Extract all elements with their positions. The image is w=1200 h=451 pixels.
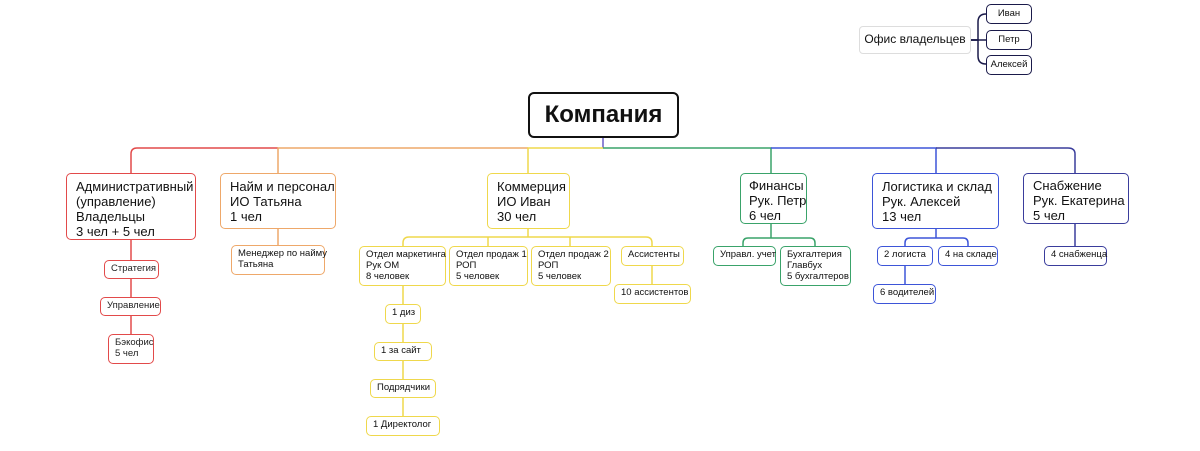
- assistants-count-node[interactable]: 10 ассистентов: [614, 284, 691, 304]
- logistics-logists-node[interactable]: 2 логиста: [877, 246, 933, 266]
- branch-commerce[interactable]: Коммерция ИО Иван 30 чел: [487, 173, 570, 229]
- owner-name: Иван: [997, 7, 1021, 19]
- owner-ivan-node[interactable]: Иван: [986, 4, 1032, 24]
- leaf-line: Отдел продаж 1: [456, 249, 527, 260]
- leaf-line: Ассистенты: [628, 249, 680, 260]
- branch-logistics[interactable]: Логистика и склад Рук. Алексей 13 чел: [872, 173, 999, 229]
- branch-line: Рук. Екатерина: [1033, 192, 1125, 208]
- leaf-line: РОП: [538, 259, 559, 271]
- branch-line: 3 чел + 5 чел: [76, 223, 155, 239]
- branch-line: 6 чел: [749, 207, 781, 223]
- commerce-sales1-node[interactable]: Отдел продаж 1 РОП 5 человек: [449, 246, 528, 286]
- root-label: Компания: [544, 101, 663, 129]
- leaf-line: 1 Директолог: [373, 419, 432, 430]
- commerce-bus: [402, 236, 653, 246]
- leaf-line: 1 диз: [392, 307, 416, 318]
- branch-line: Рук. Алексей: [882, 193, 961, 209]
- leaf-line: РОП: [456, 259, 477, 271]
- owners-office-node[interactable]: Офис владельцев: [859, 26, 971, 54]
- branch-line: Снабжение: [1033, 178, 1102, 193]
- logistics-drivers-node[interactable]: 6 водителей: [873, 284, 936, 304]
- supply-buyers-node[interactable]: 4 снабженца: [1044, 246, 1107, 266]
- branch-line: ИО Татьяна: [230, 193, 302, 209]
- leaf-line: Управл. учет: [720, 249, 776, 260]
- branch-administrative[interactable]: Административный (управление) Владельцы …: [66, 173, 196, 240]
- leaf-line: 5 бухгалтеров: [787, 270, 849, 282]
- commerce-marketing-node[interactable]: Отдел маркетинга Рук ОМ 8 человек: [359, 246, 446, 286]
- branch-line: ИО Иван: [497, 193, 551, 209]
- marketing-contractors-node[interactable]: Подрядчики: [370, 379, 436, 398]
- branch-line: Административный: [76, 179, 194, 194]
- branch-hiring[interactable]: Найм и персонал ИО Татьяна 1 чел: [220, 173, 336, 229]
- owner-name: Петр: [998, 33, 1020, 45]
- leaf-line: Стратегия: [111, 263, 157, 274]
- owner-aleksei-node[interactable]: Алексей: [986, 55, 1032, 75]
- branch-line: 30 чел: [497, 208, 537, 224]
- admin-backoffice-node[interactable]: Бэкофис 5 чел: [108, 334, 154, 364]
- admin-strategy-node[interactable]: Стратегия: [104, 260, 159, 279]
- marketing-website-node[interactable]: 1 за сайт: [374, 342, 432, 361]
- leaf-line: Татьяна: [238, 258, 274, 270]
- leaf-line: 6 водителей: [880, 287, 935, 298]
- branch-line: 1 чел: [230, 208, 262, 224]
- leaf-line: Главбух: [787, 259, 823, 271]
- bus-yellow: [527, 147, 603, 173]
- finance-accounting-node[interactable]: Бухгалтерия Главбух 5 бухгалтеров: [780, 246, 851, 286]
- leaf-line: 5 человек: [538, 270, 582, 282]
- leaf-line: 8 человек: [366, 270, 410, 282]
- marketing-targetologist-node[interactable]: 1 Директолог: [366, 416, 440, 436]
- root-node[interactable]: Компания: [528, 92, 679, 138]
- bus-indigo: [936, 147, 1076, 173]
- logistics-bus: [904, 237, 969, 246]
- owner-petr-node[interactable]: Петр: [986, 30, 1032, 50]
- owners-office-label: Офис владельцев: [864, 32, 966, 47]
- branch-line: Логистика и склад: [882, 179, 992, 194]
- leaf-line: 2 логиста: [884, 249, 926, 260]
- leaf-line: 1 за сайт: [381, 345, 421, 356]
- branch-line: Найм и персонал: [230, 179, 335, 194]
- leaf-line: Отдел продаж 2: [538, 249, 609, 260]
- bus-orange: [277, 147, 528, 173]
- hiring-manager-node[interactable]: Менеджер по найму Татьяна: [231, 245, 328, 275]
- branch-line: 5 чел: [1033, 207, 1065, 223]
- bus-left-red: [130, 147, 278, 173]
- branch-line: Коммерция: [497, 179, 566, 194]
- bus-blue: [771, 147, 937, 173]
- owners-link-aleksei: [971, 39, 987, 65]
- leaf-line: Подрядчики: [377, 382, 431, 393]
- leaf-line: 4 снабженца: [1051, 249, 1108, 260]
- leaf-line: 5 чел: [115, 347, 139, 359]
- branch-line: Финансы: [749, 178, 804, 193]
- commerce-sales2-node[interactable]: Отдел продаж 2 РОП 5 человек: [531, 246, 611, 286]
- owner-name: Алексей: [990, 58, 1028, 70]
- leaf-line: Рук ОМ: [366, 259, 400, 271]
- leaf-line: Отдел маркетинга: [366, 249, 446, 260]
- branch-finance[interactable]: Финансы Рук. Петр 6 чел: [740, 173, 807, 224]
- marketing-designer-node[interactable]: 1 диз: [385, 304, 421, 324]
- branch-line: 13 чел: [882, 208, 922, 224]
- leaf-line: Бухгалтерия: [787, 249, 842, 260]
- leaf-line: 4 на складе: [945, 249, 997, 260]
- leaf-line: Управление: [107, 300, 160, 311]
- branch-supply[interactable]: Снабжение Рук. Екатерина 5 чел: [1023, 173, 1129, 224]
- bus-green: [603, 147, 772, 173]
- branch-line: Рук. Петр: [749, 192, 807, 208]
- owners-link-ivan: [971, 13, 987, 41]
- finance-bus: [742, 237, 816, 246]
- leaf-line: 10 ассистентов: [621, 287, 689, 298]
- commerce-assistants-node[interactable]: Ассистенты: [621, 246, 684, 266]
- branch-line: Владельцы: [76, 208, 146, 224]
- finance-management-accounting-node[interactable]: Управл. учет: [713, 246, 776, 266]
- leaf-line: Менеджер по найму: [238, 248, 328, 259]
- leaf-line: 5 человек: [456, 270, 500, 282]
- logistics-warehouse-node[interactable]: 4 на складе: [938, 246, 998, 266]
- admin-management-node[interactable]: Управление: [100, 297, 161, 316]
- branch-line: (управление): [76, 193, 156, 209]
- leaf-line: Бэкофис: [115, 337, 154, 348]
